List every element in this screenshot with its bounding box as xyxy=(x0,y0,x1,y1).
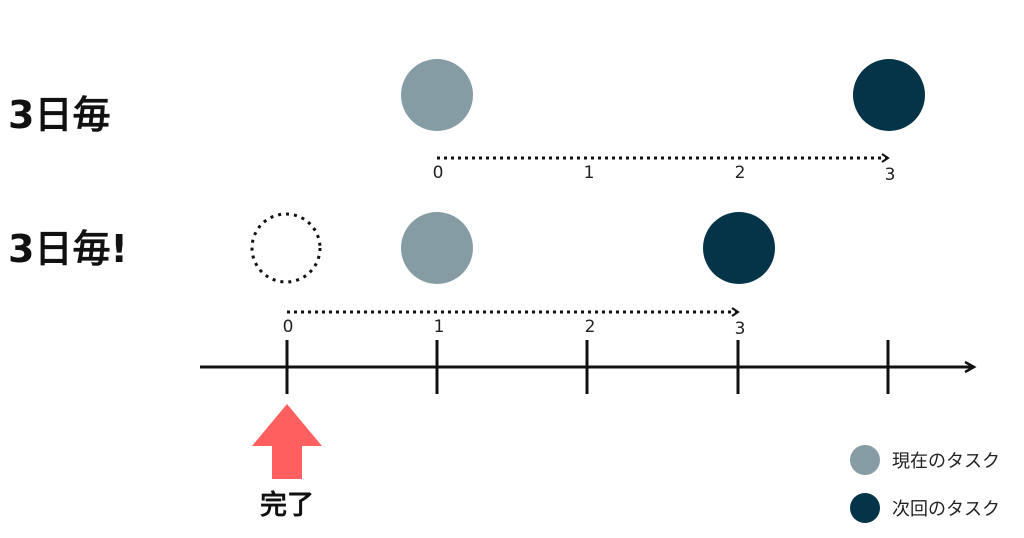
tick-label: 2 xyxy=(585,317,596,337)
legend: 現在のタスク 次回のタスク xyxy=(850,445,1000,523)
next-task-circle xyxy=(853,59,925,131)
tick-label: 2 xyxy=(735,163,746,183)
tick-label: 3 xyxy=(885,165,896,185)
legend-current-task-swatch xyxy=(850,445,880,475)
tick-label: 0 xyxy=(433,163,444,183)
legend-next-task-label: 次回のタスク xyxy=(892,499,1000,520)
completed-task-placeholder-circle xyxy=(250,212,322,284)
legend-current-task-label: 現在のタスク xyxy=(892,451,1000,472)
current-task-circle xyxy=(401,212,473,284)
tick-label: 3 xyxy=(735,319,746,339)
tick-label: 0 xyxy=(283,317,294,337)
completion-label: 完了 xyxy=(260,489,314,521)
legend-next-task-swatch xyxy=(850,493,880,523)
row-label-every-3-days: 3日毎 xyxy=(8,93,110,137)
row-label-every-3-days-from-completion: 3日毎! xyxy=(8,227,128,271)
tick-label: 1 xyxy=(434,317,445,337)
completion-arrow-icon xyxy=(252,404,322,479)
next-task-circle xyxy=(703,212,775,284)
current-task-circle xyxy=(401,59,473,131)
tick-label: 1 xyxy=(584,163,595,183)
